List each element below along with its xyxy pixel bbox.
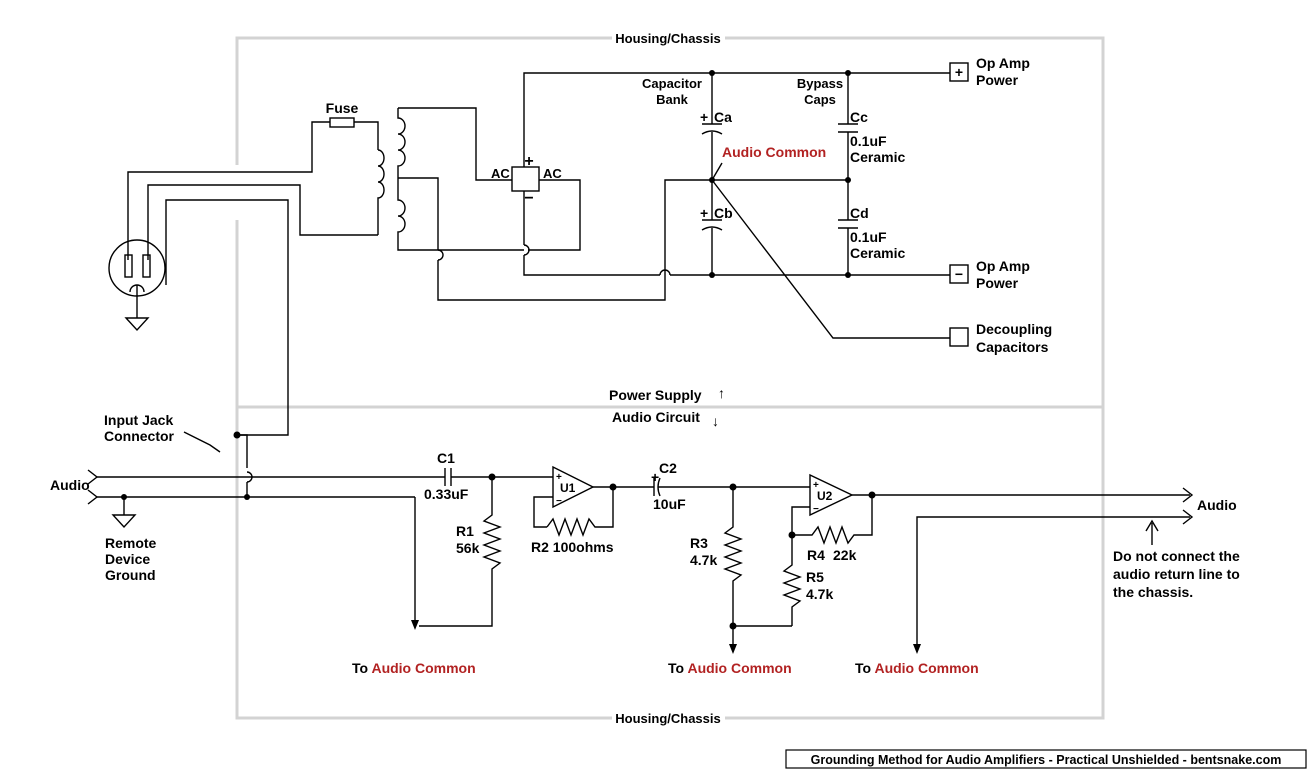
resistor-r4 — [792, 495, 873, 545]
input-jack-label-1: Input Jack — [104, 412, 173, 428]
decoupling-label-2: Capacitors — [976, 339, 1049, 355]
audio-out-label: Audio — [1197, 497, 1237, 513]
audio-in-label: Audio — [50, 477, 90, 493]
to-audio-common-1: To Audio Common — [352, 660, 476, 676]
mains-earth-wire — [165, 199, 289, 436]
power-supply-arrow: ↑ — [718, 385, 725, 401]
housing-label-bottom: Housing/Chassis — [615, 711, 720, 726]
c1-label: C1 — [437, 450, 455, 466]
r4-label: R4 — [807, 547, 825, 563]
power-supply-label: Power Supply — [609, 387, 702, 403]
resistor-r5 — [782, 535, 802, 626]
bridge-ac-right: AC — [543, 166, 562, 181]
cc-value-2: Ceramic — [850, 149, 905, 165]
to-audio-common-3: To Audio Common — [855, 660, 979, 676]
r5-label: R5 — [806, 569, 824, 585]
opamp-power-positive-terminal — [949, 62, 969, 82]
remote-ground-label-1: Remote — [105, 535, 157, 551]
note-line-1: Do not connect the — [1113, 548, 1240, 564]
opamp-neg-label-2: Power — [976, 275, 1019, 291]
svg-text:−: − — [556, 496, 562, 507]
svg-text:−: − — [813, 504, 819, 515]
svg-text:+: + — [955, 64, 963, 80]
earth-ground-symbol — [124, 285, 150, 332]
audio-circuit-label: Audio Circuit — [612, 409, 700, 425]
to-audio-common-2: To Audio Common — [668, 660, 792, 676]
u2-label: U2 — [817, 489, 833, 503]
r5-value: 4.7k — [806, 586, 833, 602]
opamp-u1 — [552, 465, 595, 509]
r3-value: 4.7k — [690, 552, 717, 568]
bypass-caps-label-2: Caps — [804, 92, 836, 107]
resistor-r3 — [723, 487, 792, 627]
cb-label: Cb — [714, 205, 733, 221]
svg-text:+: + — [700, 205, 708, 221]
bridge-rectifier — [511, 166, 540, 192]
svg-text:+: + — [651, 469, 659, 485]
r1-value: 56k — [456, 540, 480, 556]
capacitor-cc — [838, 73, 858, 180]
capacitor-cb — [701, 180, 723, 275]
transformer-primary — [377, 149, 385, 235]
r1-label: R1 — [456, 523, 474, 539]
svg-text:+: + — [813, 480, 819, 491]
c2-label: C2 — [659, 460, 677, 476]
svg-text:−: − — [955, 266, 963, 282]
bypass-caps-label-1: Bypass — [797, 76, 843, 91]
c2-value: 10uF — [653, 496, 686, 512]
decoupling-label-1: Decoupling — [976, 321, 1052, 337]
u1-label: U1 — [560, 481, 576, 495]
capacitor-c1 — [444, 468, 553, 486]
capacitor-cd — [838, 180, 858, 275]
housing-chassis-outline — [235, 36, 1105, 720]
capacitor-bank-label-1: Capacitor — [642, 76, 702, 91]
input-jack-label-2: Connector — [104, 428, 175, 444]
bridge-plus: + — [524, 153, 533, 170]
fuse-label: Fuse — [326, 100, 359, 116]
audio-out-return — [916, 516, 1190, 650]
resistor-r2 — [546, 487, 614, 537]
note-line-3: the chassis. — [1113, 584, 1193, 600]
caption: Grounding Method for Audio Amplifiers - … — [811, 753, 1282, 767]
cc-value-1: 0.1uF — [850, 133, 887, 149]
audio-common-psu-label: Audio Common — [722, 144, 826, 160]
opamp-neg-label-1: Op Amp — [976, 258, 1030, 274]
remote-ground-label-3: Ground — [105, 567, 156, 583]
fuse — [329, 117, 355, 128]
cd-label: Cd — [850, 205, 869, 221]
caption-box — [785, 749, 1307, 769]
svg-text:+: + — [556, 472, 562, 483]
transformer-secondary — [397, 108, 406, 245]
capacitor-bank-label-2: Bank — [656, 92, 689, 107]
cc-label: Cc — [850, 109, 868, 125]
svg-text:+: + — [700, 109, 708, 125]
audio-common-rail — [664, 179, 848, 275]
remote-ground-symbol — [111, 497, 137, 529]
opamp-pos-label-1: Op Amp — [976, 55, 1030, 71]
r2-label: R2 100ohms — [531, 539, 614, 555]
cd-value-2: Ceramic — [850, 245, 905, 261]
ca-label: Ca — [714, 109, 732, 125]
c1-value: 0.33uF — [424, 486, 469, 502]
cd-value-1: 0.1uF — [850, 229, 887, 245]
decoupling-terminal — [949, 327, 969, 347]
note-line-2: audio return line to — [1113, 566, 1240, 582]
capacitor-ca — [701, 73, 723, 180]
remote-ground-label-2: Device — [105, 551, 150, 567]
r4-value: 22k — [833, 547, 857, 563]
bridge-minus: − — [524, 190, 533, 207]
r3-label: R3 — [690, 535, 708, 551]
resistor-r1 — [419, 477, 502, 627]
housing-label-top: Housing/Chassis — [615, 31, 720, 46]
audio-circuit-arrow: ↓ — [712, 413, 719, 429]
mains-live-wire — [127, 121, 330, 260]
opamp-power-negative-terminal — [949, 264, 969, 284]
decoupling-wire — [711, 179, 950, 339]
mains-neutral-wire — [147, 184, 378, 260]
opamp-u2 — [809, 473, 854, 517]
bridge-ac-left: AC — [491, 166, 510, 181]
opamp-pos-label-2: Power — [976, 72, 1019, 88]
